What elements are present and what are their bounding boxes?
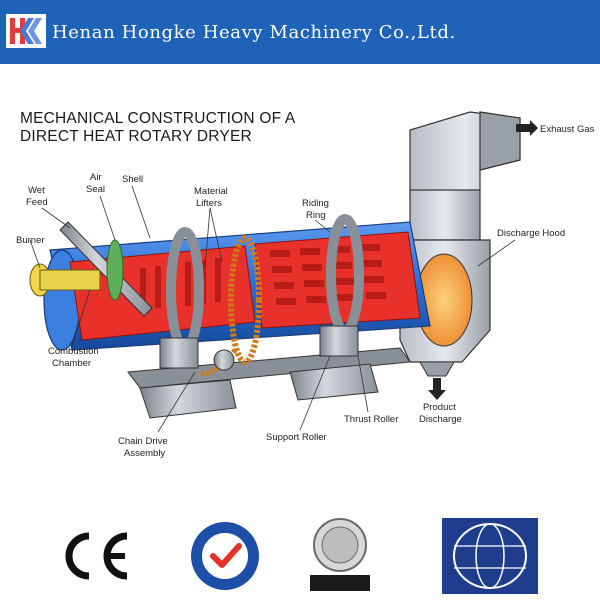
label-material-lifters-1: Material xyxy=(194,186,228,197)
ce-mark xyxy=(40,512,150,600)
iso-globe-icon xyxy=(442,518,538,594)
supplier-assessment-seal xyxy=(180,512,270,600)
label-air-seal-1: Air xyxy=(90,172,102,183)
label-product-discharge-1: Product xyxy=(423,402,456,413)
burner xyxy=(29,263,101,297)
base-frame-right xyxy=(289,363,379,401)
label-discharge-hood: Discharge Hood xyxy=(497,228,565,239)
label-shell: Shell xyxy=(122,174,143,185)
bureau-veritas-icon xyxy=(310,518,370,591)
support-roller-left xyxy=(159,337,199,369)
label-burner: Burner xyxy=(16,235,45,246)
label-material-lifters-2: Lifters xyxy=(196,198,222,209)
air-seal xyxy=(106,239,124,301)
diagram-title-line2: DIRECT HEAT ROTARY DRYER xyxy=(20,128,252,145)
company-logo xyxy=(6,14,46,48)
exhaust-duct xyxy=(409,111,521,241)
label-wet-feed-2: Feed xyxy=(26,197,48,208)
label-riding-ring-1: Riding xyxy=(302,198,329,209)
label-product-discharge-2: Discharge xyxy=(419,414,462,425)
label-chain-drive-2: Assembly xyxy=(124,448,165,459)
iso-mark xyxy=(440,512,540,600)
label-wet-feed-1: Wet xyxy=(28,185,45,196)
label-air-seal-2: Seal xyxy=(86,184,105,195)
label-chain-drive-1: Chain Drive xyxy=(118,436,168,447)
diagram-title-line1: MECHANICAL CONSTRUCTION OF A xyxy=(20,110,296,127)
label-combustion-1: Combustion xyxy=(48,346,99,357)
label-riding-ring-2: Ring xyxy=(306,210,326,221)
rotary-dryer-diagram: Wet Feed Air Seal Shell Material Lifters… xyxy=(16,111,595,459)
diagram-title: MECHANICAL CONSTRUCTION OF A DIRECT HEAT… xyxy=(20,110,295,146)
chain-drive xyxy=(198,235,262,377)
label-exhaust-gas: Exhaust Gas xyxy=(540,124,595,135)
exhaust-arrow xyxy=(516,120,538,136)
label-thrust-roller: Thrust Roller xyxy=(344,414,398,425)
header-bar: Henan Hongke Heavy Machinery Co.,Ltd. xyxy=(0,0,600,64)
company-name: Henan Hongke Heavy Machinery Co.,Ltd. xyxy=(52,22,456,43)
certifications-bar xyxy=(0,512,600,600)
support-roller-right xyxy=(319,325,359,357)
label-support-roller: Support Roller xyxy=(266,432,327,443)
leader-lines xyxy=(29,185,516,433)
base-frame-left xyxy=(139,379,237,419)
discharge-arrow xyxy=(428,378,446,400)
supplier-seal-icon xyxy=(191,522,259,590)
ce-logo-icon xyxy=(65,532,128,580)
label-combustion-2: Chamber xyxy=(52,358,91,369)
bureau-veritas-seal xyxy=(300,512,380,600)
